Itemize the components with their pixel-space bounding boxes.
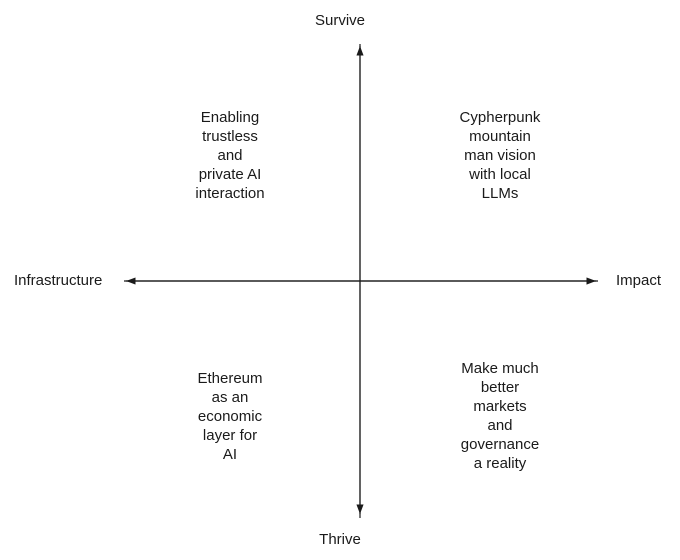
axis-label-infrastructure: Infrastructure: [14, 272, 103, 289]
quadrant-text-line: with local: [469, 166, 531, 183]
quadrant-text-line: Cypherpunk: [459, 109, 541, 126]
quadrant-text-line: Enabling: [200, 109, 260, 126]
quadrant-text-bottom-right: Make much better markets and governance a rea…: [410, 359, 590, 473]
quadrant-text-line: LLMs: [481, 185, 519, 202]
quadrant-text-line: and: [487, 417, 513, 434]
quadrant-text-line: man vision: [464, 147, 536, 164]
quadrant-text-line: markets: [473, 398, 527, 415]
quadrant-text-line: Make much: [461, 360, 539, 377]
quadrant-text-line: as an: [211, 389, 249, 406]
quadrant-text-line: a reality: [473, 455, 527, 472]
axis-label-impact: Impact: [616, 272, 662, 289]
axis-label-survive: Survive: [314, 12, 366, 29]
quadrant-text-line: governance: [460, 436, 540, 453]
quadrant-text-top-left: Enabling trustless and private AI interactio…: [140, 108, 320, 203]
quadrant-text-line: private AI: [198, 166, 262, 183]
quadrant-text-line: better: [480, 379, 520, 396]
quadrant-text-line: Ethereum: [197, 370, 263, 387]
quadrant-text-line: mountain: [469, 128, 531, 145]
quadrant-text-line: and: [217, 147, 243, 164]
axis-label-thrive: Thrive: [319, 531, 361, 548]
quadrant-text-line: economic: [197, 408, 263, 425]
quadrant-text-line: layer for: [202, 427, 258, 444]
quadrant-text-line: trustless: [202, 128, 258, 145]
quadrant-text-line: interaction: [195, 185, 265, 202]
quadrant-text-line: AI: [222, 446, 238, 463]
